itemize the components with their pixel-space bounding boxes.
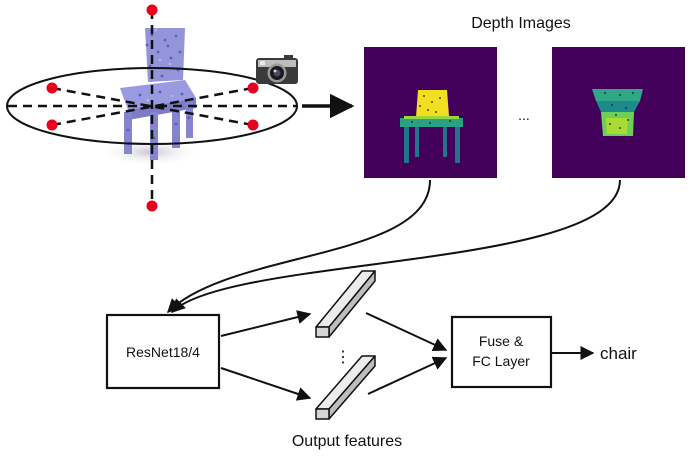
viewpoint-rig bbox=[6, 4, 298, 212]
feature-to-fuse-2 bbox=[367, 356, 448, 395]
viewpoint-dot bbox=[146, 4, 158, 16]
output-features-caption: Output features bbox=[292, 433, 402, 450]
camera-orbit bbox=[6, 67, 298, 145]
fuse-label-line1: Fuse & bbox=[479, 333, 524, 349]
fuse-fc-box: Fuse & FC Layer bbox=[450, 315, 553, 389]
viewpoint-dot bbox=[46, 82, 58, 94]
viewpoint-dot bbox=[247, 82, 259, 94]
backbone-label: ResNet18/4 bbox=[126, 344, 200, 360]
features-ellipsis: ⋮ bbox=[335, 349, 351, 366]
backbone-box: ResNet18/4 bbox=[105, 313, 221, 390]
viewpoint-dot bbox=[146, 200, 158, 212]
viewpoint-dot bbox=[247, 119, 259, 131]
depth-images-ellipsis: ... bbox=[518, 107, 530, 123]
chair-point-cloud bbox=[120, 28, 196, 160]
viewpoint-dot bbox=[46, 119, 58, 131]
depth-images-title: Depth Images bbox=[471, 15, 571, 32]
backbone-to-feature-2 bbox=[220, 367, 312, 401]
backbone-to-feature-1 bbox=[220, 310, 312, 337]
feature-vector-1 bbox=[315, 270, 376, 338]
output-class-label: chair bbox=[600, 344, 637, 363]
feature-to-fuse-1 bbox=[365, 312, 448, 352]
camera-icon bbox=[256, 55, 298, 84]
depth-to-backbone-arrow-1 bbox=[167, 179, 431, 313]
viewpoint-dots bbox=[46, 4, 259, 212]
depth-to-backbone-arrow-2 bbox=[170, 179, 621, 313]
fuse-label-line2: FC Layer bbox=[472, 353, 530, 369]
feature-vector-2 bbox=[315, 355, 376, 420]
depth-image-2 bbox=[552, 47, 685, 178]
orbit-diagonals bbox=[8, 86, 296, 127]
depth-image-1 bbox=[364, 47, 497, 178]
